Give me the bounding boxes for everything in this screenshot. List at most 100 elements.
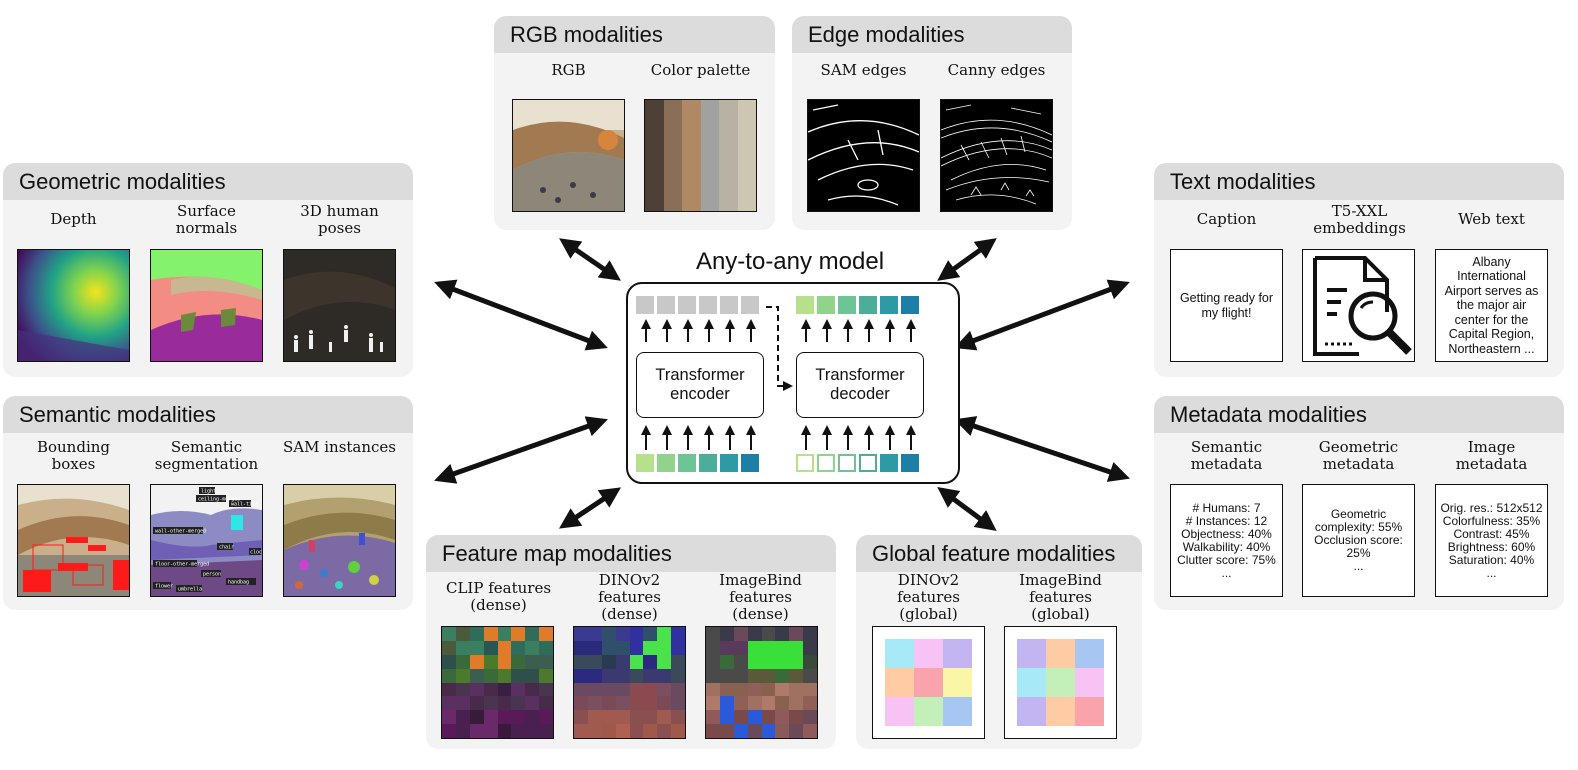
feature-pixel xyxy=(442,654,456,669)
panel-title: Global feature modalities xyxy=(872,541,1116,566)
feature-pixel xyxy=(671,654,685,669)
seg-label: clock xyxy=(250,550,262,556)
feature-pixel xyxy=(539,627,553,641)
feature-pixel xyxy=(587,682,602,697)
feature-pixel xyxy=(587,640,602,655)
arrow-text xyxy=(954,279,1130,351)
panel-title: Geometric modalities xyxy=(19,169,226,194)
feature-pixel xyxy=(643,654,658,669)
feature-pixel xyxy=(789,627,804,641)
feature-pixel xyxy=(511,640,526,655)
feature-pixel xyxy=(525,627,540,641)
decoder-input-token xyxy=(859,454,877,472)
feature-pixel xyxy=(657,668,672,683)
seg-label: floor-other-merged xyxy=(155,562,209,568)
feature-pixel xyxy=(671,668,685,683)
feature-pixel xyxy=(601,668,616,683)
feature-cell xyxy=(885,639,914,668)
modality-label: T5-XXL embeddings xyxy=(1313,202,1406,237)
seg-label: wall-other-merged xyxy=(155,529,206,535)
feature-pixel xyxy=(761,710,776,725)
feature-pixel xyxy=(539,668,553,683)
sam-edges-tile xyxy=(807,99,920,212)
arrow-featuremap xyxy=(559,487,621,529)
arrow-metadata xyxy=(954,416,1130,482)
encoder-output-token xyxy=(678,296,696,314)
feature-pixel xyxy=(587,627,602,641)
feature-pixel xyxy=(803,640,817,655)
feature-pixel xyxy=(706,696,720,711)
text-modalities-panel: Text modalities Caption T5-XXL embedding… xyxy=(1154,163,1564,377)
depth-tile xyxy=(17,249,130,362)
feature-pixel xyxy=(511,682,526,697)
panel-title: Text modalities xyxy=(1170,169,1316,194)
color-palette-tile xyxy=(644,99,757,212)
feature-cell xyxy=(1046,668,1075,697)
feature-pixel xyxy=(455,627,470,641)
panel-title: RGB modalities xyxy=(510,22,663,47)
feature-pixel xyxy=(574,640,588,655)
feature-cell xyxy=(943,697,972,726)
feature-pixel xyxy=(803,668,817,683)
feature-pixel xyxy=(469,654,484,669)
feature-pixel xyxy=(629,654,644,669)
feature-pixel xyxy=(775,682,790,697)
feature-pixel xyxy=(733,710,748,725)
modality-label: Geometric metadata xyxy=(1318,438,1399,473)
feature-pixel xyxy=(587,710,602,725)
feature-pixel xyxy=(733,682,748,697)
feature-pixel xyxy=(761,696,776,711)
encoder-input-token xyxy=(657,454,675,472)
modality-label: 3D human poses xyxy=(300,202,379,237)
feature-pixel xyxy=(483,724,498,738)
feature-pixel xyxy=(789,668,804,683)
feature-pixel xyxy=(497,724,512,738)
modality-label: ImageBind features (global) xyxy=(1019,571,1102,623)
panel-title: Semantic modalities xyxy=(19,402,216,427)
feature-pixel xyxy=(511,627,526,641)
feature-cell xyxy=(943,668,972,697)
palette-swatch xyxy=(663,100,682,211)
feature-pixel xyxy=(657,627,672,641)
feature-pixel xyxy=(643,682,658,697)
feature-pixel xyxy=(789,710,804,725)
seg-label: chair xyxy=(219,545,234,551)
feature-cell xyxy=(914,639,943,668)
caption-box: Getting ready for my flight! xyxy=(1170,249,1283,362)
feature-pixel xyxy=(615,640,630,655)
feature-pixel xyxy=(574,668,588,683)
feature-cell xyxy=(1017,639,1046,668)
feature-pixel xyxy=(775,696,790,711)
arrow-global xyxy=(937,487,997,531)
feature-pixel xyxy=(706,668,720,683)
encoder-output-token xyxy=(636,296,654,314)
feature-cell xyxy=(1017,697,1046,726)
feature-cell xyxy=(914,697,943,726)
feature-pixel xyxy=(615,668,630,683)
feature-pixel xyxy=(587,696,602,711)
modality-label: Canny edges xyxy=(947,61,1046,79)
feature-pixel xyxy=(539,710,553,725)
arrow-geometric xyxy=(434,279,608,351)
feature-pixel xyxy=(539,696,553,711)
feature-pixel xyxy=(733,640,748,655)
feature-pixel xyxy=(803,724,817,738)
feature-pixel xyxy=(733,654,748,669)
3d-human-poses-tile xyxy=(283,249,396,362)
feature-pixel xyxy=(525,710,540,725)
feature-pixel xyxy=(601,682,616,697)
cross-attention-dashed-arrow xyxy=(765,305,793,391)
feature-pixel xyxy=(574,654,588,669)
panel-title: Metadata modalities xyxy=(1170,402,1367,427)
feature-cell xyxy=(1075,697,1104,726)
modality-label: DINOv2 features (global) xyxy=(897,571,960,623)
feature-pixel xyxy=(761,668,776,683)
feature-pixel xyxy=(747,682,762,697)
feature-pixel xyxy=(442,668,456,683)
modality-label: Bounding boxes xyxy=(36,438,111,473)
canny-edges-tile xyxy=(940,99,1053,212)
feature-pixel xyxy=(455,724,470,738)
feature-pixel xyxy=(587,668,602,683)
